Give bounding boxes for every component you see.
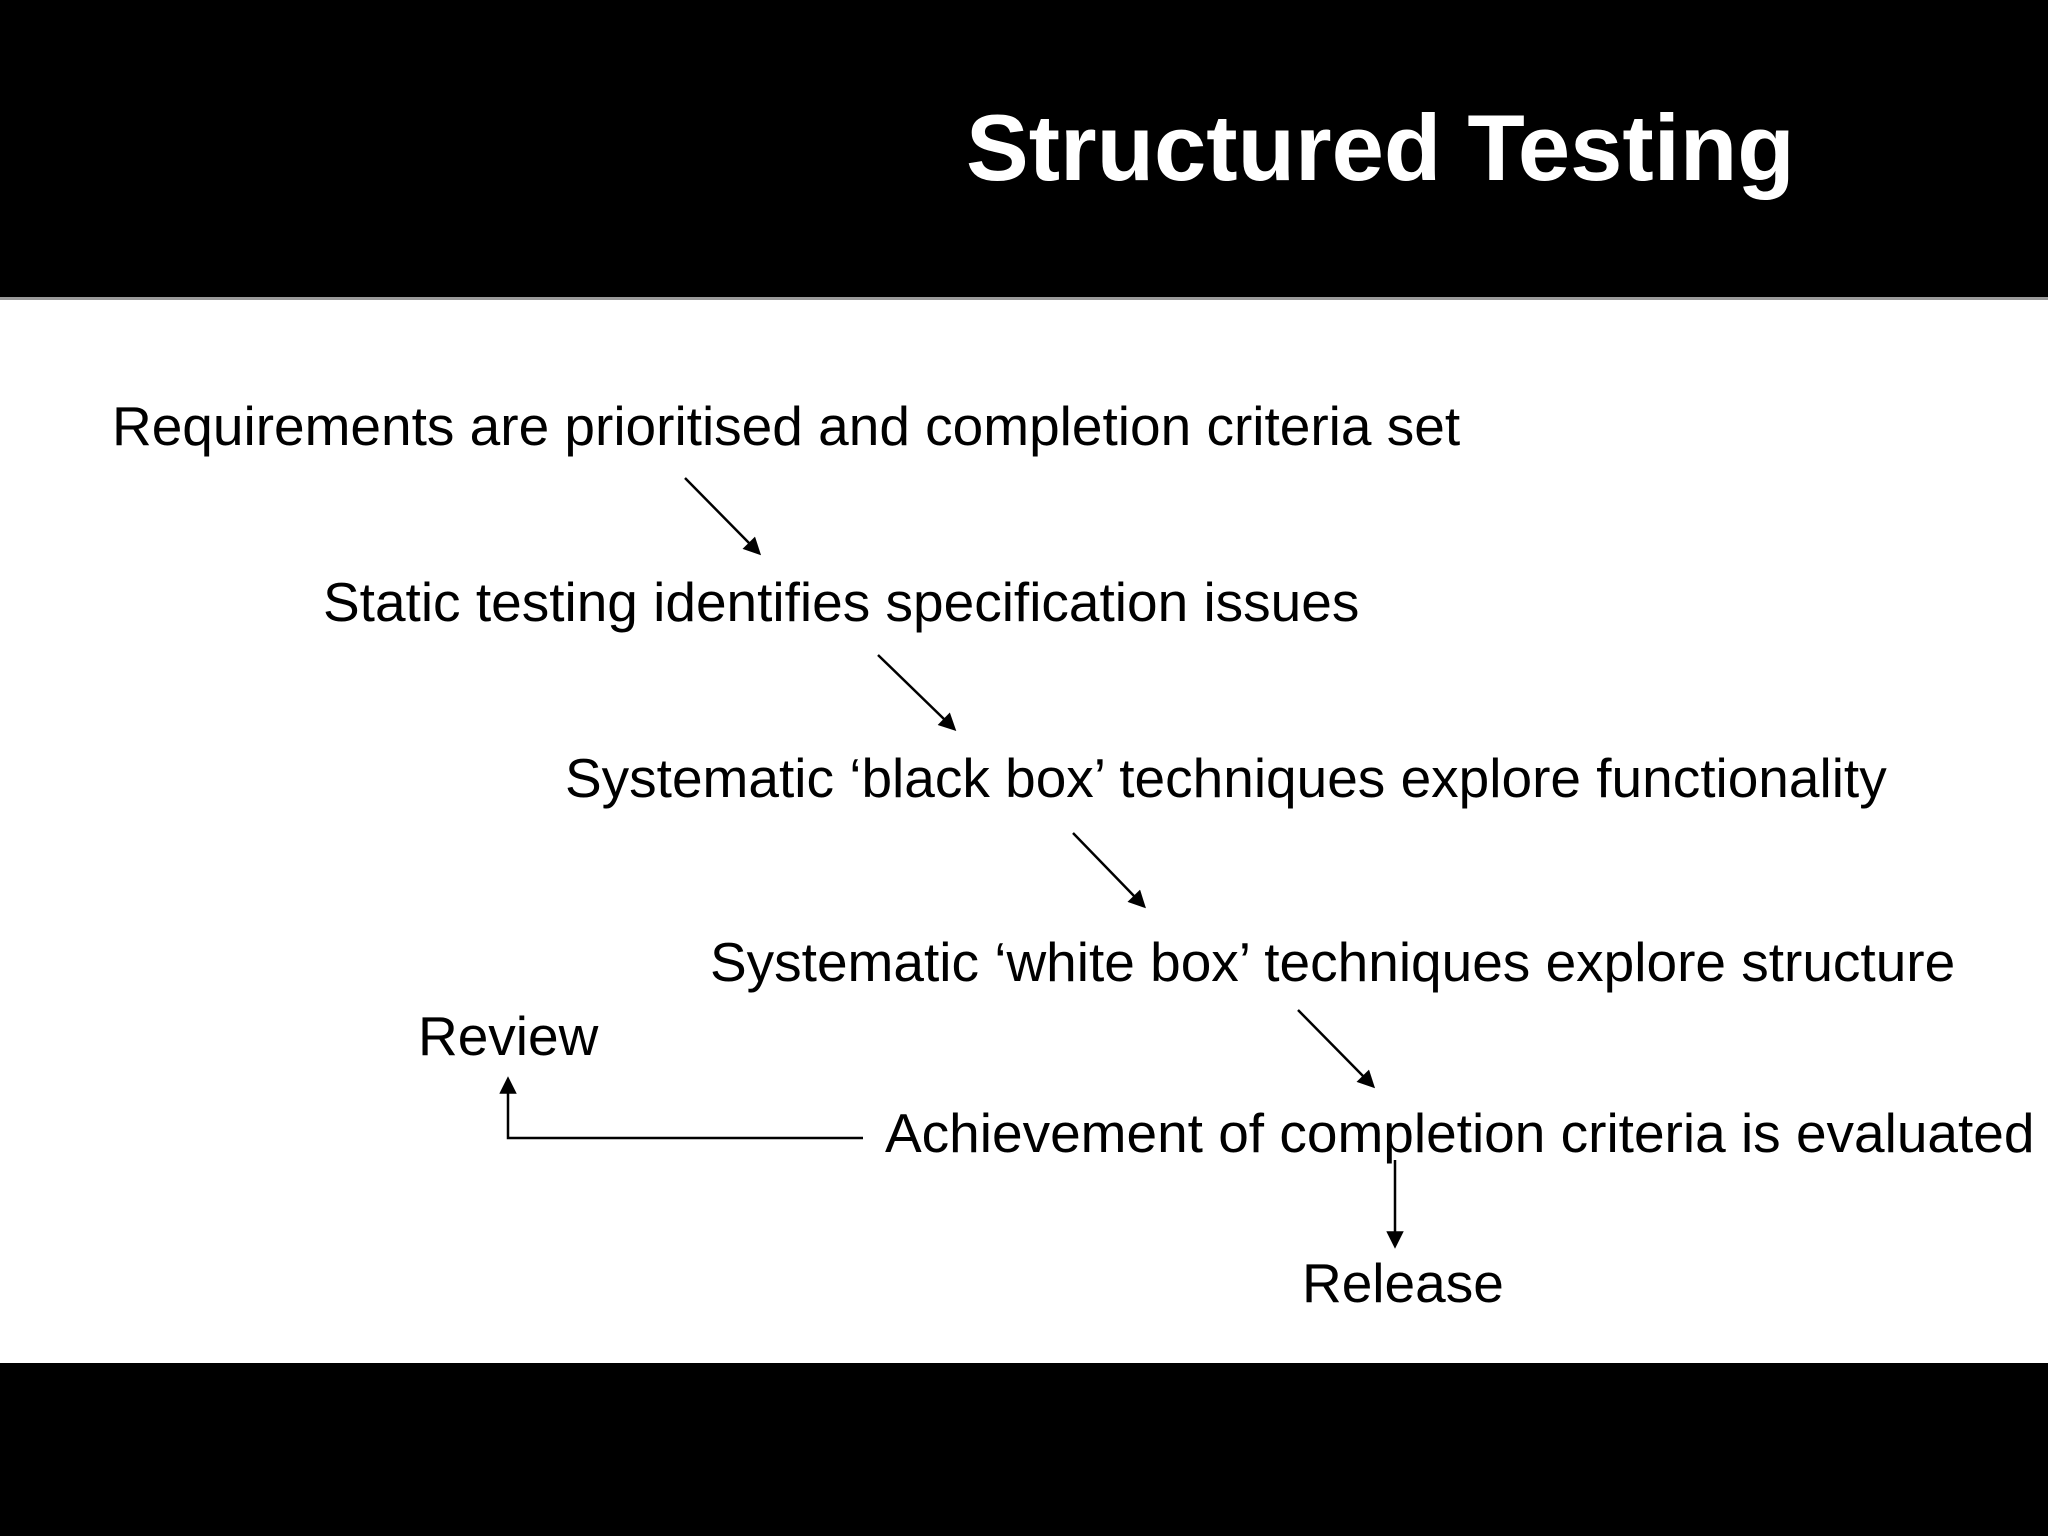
- step-achievement: Achievement of completion criteria is ev…: [885, 1102, 2035, 1164]
- arrow-white-box-to-achievement: [1297, 1009, 1376, 1089]
- step-white-box: Systematic ‘white box’ techniques explor…: [710, 931, 1956, 993]
- arrow-requirements-to-static: [684, 477, 762, 556]
- step-black-box: Systematic ‘black box’ techniques explor…: [565, 747, 1887, 809]
- step-static-testing: Static testing identifies specification …: [323, 571, 1360, 633]
- arrow-achievement-to-review: [499, 1076, 863, 1140]
- slide-title: Structured Testing: [966, 95, 1795, 200]
- footer-bar: [0, 1363, 2048, 1536]
- label-review: Review: [418, 1005, 599, 1067]
- arrow-static-to-black-box: [877, 654, 957, 731]
- label-release: Release: [1302, 1252, 1504, 1314]
- arrow-black-box-to-white-box: [1072, 832, 1146, 909]
- title-bar: Structured Testing: [0, 0, 2048, 300]
- step-requirements: Requirements are prioritised and complet…: [112, 395, 1461, 457]
